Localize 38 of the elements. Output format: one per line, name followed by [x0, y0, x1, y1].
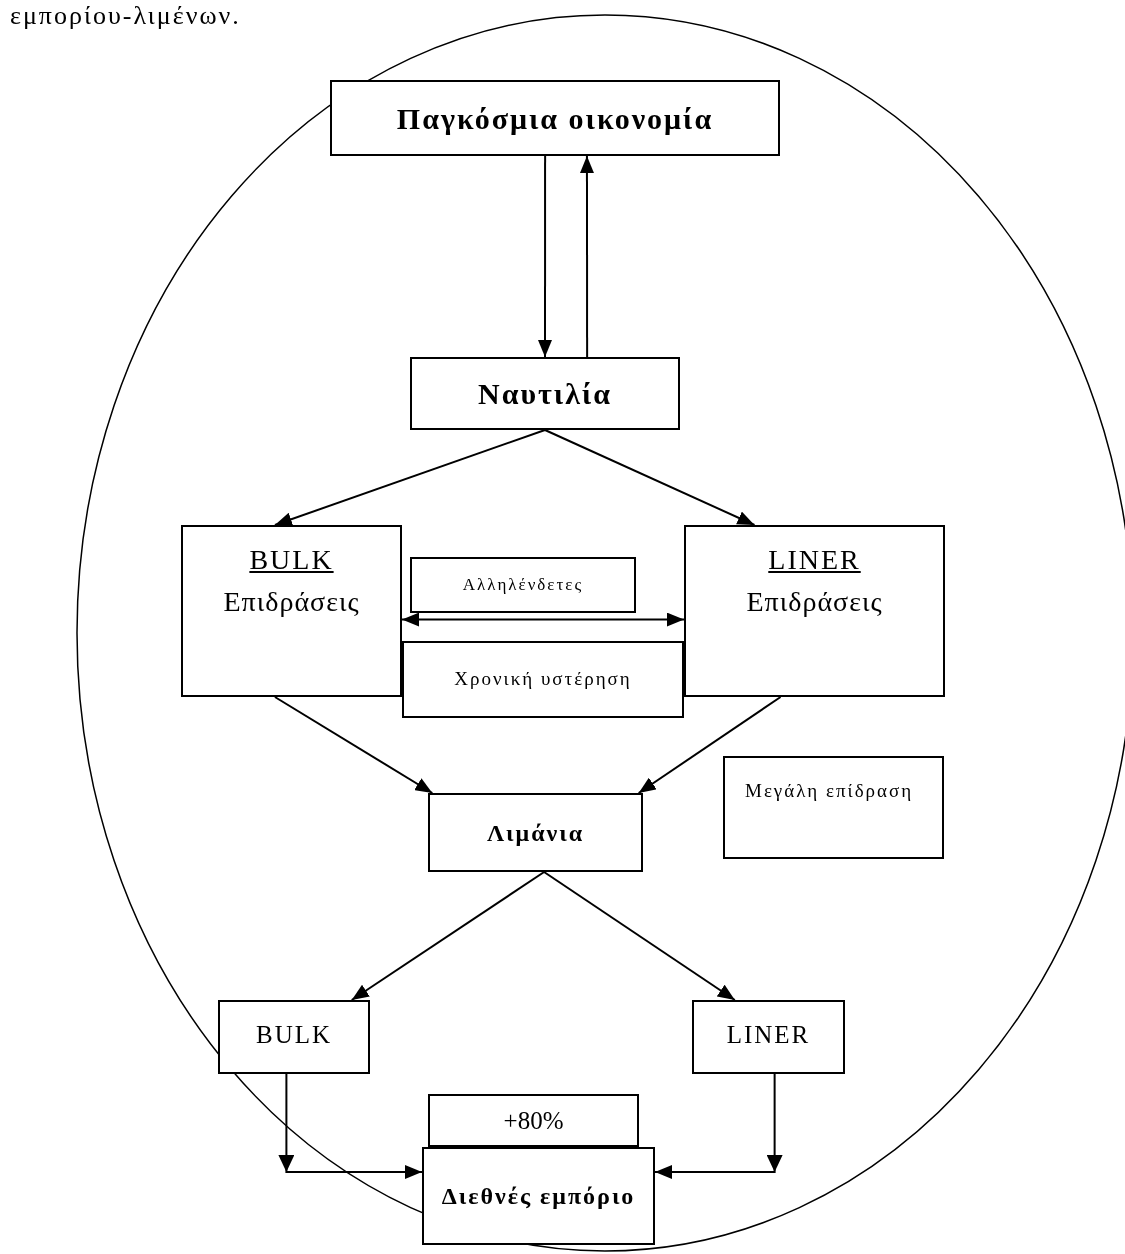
process-box: [692, 1000, 845, 1074]
text-fragment: εμπορίου-λιμένων.: [10, 0, 241, 32]
box-label: BULK: [249, 543, 334, 577]
process-box: [181, 525, 402, 697]
box-label: +80%: [503, 1105, 564, 1136]
arrow: [544, 429, 756, 526]
process-box: [422, 1147, 655, 1245]
process-box: [410, 357, 680, 430]
note-box: [428, 1094, 639, 1147]
process-box: [684, 525, 945, 697]
arrow: [350, 871, 546, 1001]
process-box: [218, 1000, 370, 1074]
arrow: [654, 1073, 783, 1179]
box-label: BULK: [255, 1020, 333, 1050]
arrow: [579, 155, 594, 358]
box-label: Επιδράσεις: [223, 585, 360, 619]
box-label: Αλληλένδετες: [462, 574, 584, 597]
box-label: Μεγάλη επίδραση: [745, 779, 914, 803]
arrow: [538, 155, 552, 358]
box-label: LINER: [726, 1020, 811, 1050]
note-box: [402, 641, 684, 718]
box-label: Διεθνές εμπόριο: [441, 1182, 636, 1211]
process-box: [330, 80, 780, 156]
process-box: [428, 793, 643, 872]
box-label: Επιδράσεις: [746, 585, 883, 619]
note-box: [410, 557, 636, 613]
arrow: [273, 429, 546, 526]
note-box: [723, 756, 944, 859]
box-label: Ναυτιλία: [478, 376, 612, 412]
arrow: [273, 696, 434, 794]
box-label: LINER: [768, 543, 861, 577]
box-label: Λιμάνια: [486, 818, 585, 848]
box-label: Χρονική υστέρηση: [454, 667, 632, 692]
arrow: [637, 696, 782, 794]
arrow: [401, 612, 685, 627]
arrow: [543, 871, 736, 1001]
box-label: Παγκόσμια οικονομία: [396, 100, 714, 137]
arrow: [278, 1073, 423, 1179]
